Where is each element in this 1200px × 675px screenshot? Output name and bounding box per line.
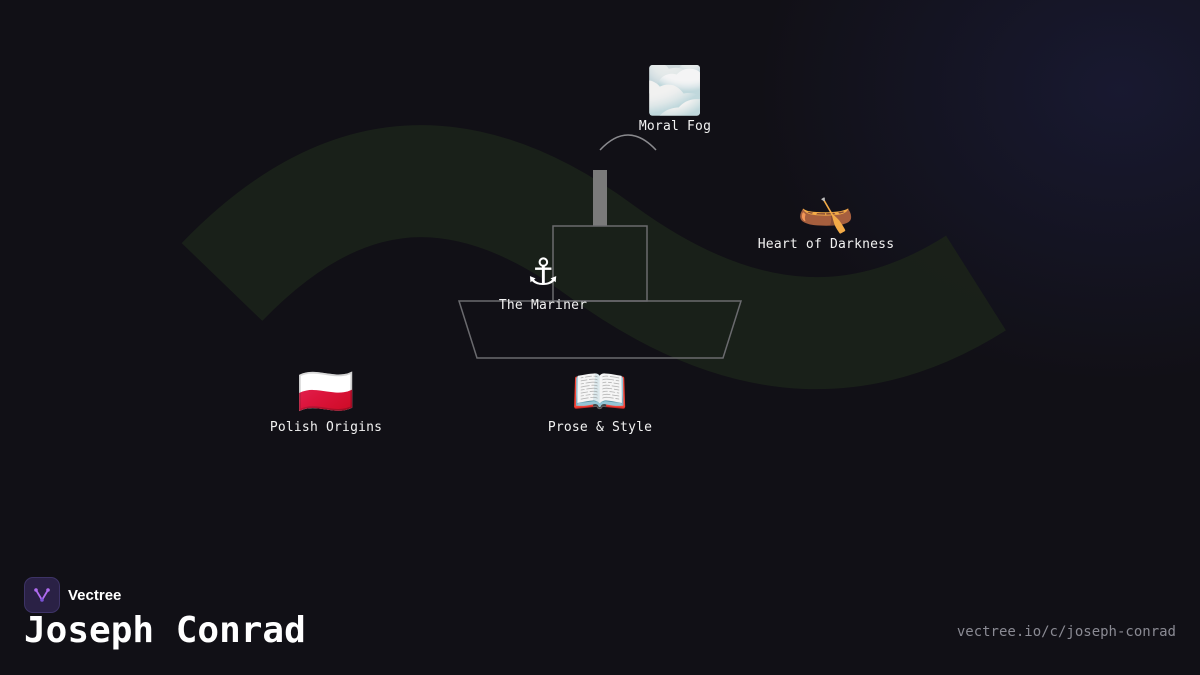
node-label: Heart of Darkness [757,237,895,252]
node-label: The Mariner [498,298,588,313]
page-url[interactable]: vectree.io/c/joseph-conrad [956,624,1176,640]
anchor-icon: ⚓ [529,242,557,296]
node-moral-fog[interactable]: 🌫️ Moral Fog [639,65,711,134]
node-heart-of-darkness[interactable]: 🛶 Heart of Darkness [758,183,894,252]
node-label: Polish Origins [269,420,383,435]
ship-hull [457,300,743,359]
node-label: Moral Fog [638,119,712,134]
vectree-logo-icon [24,577,60,613]
node-polish-origins[interactable]: 🇵🇱 Polish Origins [270,366,382,435]
fog-icon: 🌫️ [646,63,704,117]
node-label: Prose & Style [547,420,653,435]
canoe-icon: 🛶 [797,181,855,235]
smoke-arc [599,134,657,151]
brand-name: Vectree [68,586,122,604]
poland-flag-icon: 🇵🇱 [297,364,355,418]
open-book-icon: 📖 [571,364,629,418]
page-title: Joseph Conrad [24,610,306,651]
ship-funnel [593,170,607,226]
node-prose-style[interactable]: 📖 Prose & Style [548,366,652,435]
wave-band [181,125,1006,390]
node-the-mariner[interactable]: ⚓ The Mariner [499,244,587,313]
brand[interactable]: Vectree [24,577,121,613]
